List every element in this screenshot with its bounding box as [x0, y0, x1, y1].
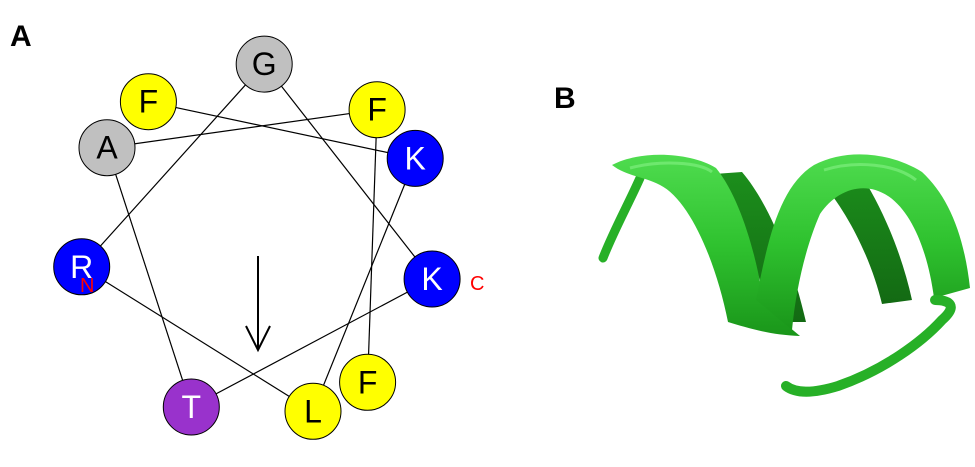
residue-t-7: T — [162, 378, 220, 436]
wheel-connector — [263, 63, 433, 280]
residue-letter: T — [182, 389, 202, 425]
residue-circle — [339, 353, 397, 411]
wheel-connectors — [81, 63, 433, 412]
residue-l-3: L — [284, 382, 342, 440]
residue-circle — [235, 35, 293, 93]
panel-a-label: A — [10, 20, 32, 53]
panel-b-label: B — [554, 82, 576, 115]
down-arrow-icon — [245, 256, 271, 353]
residue-a-8: A — [78, 119, 136, 177]
wheel-connector — [191, 278, 433, 408]
wheel-connector — [81, 266, 314, 412]
residue-f-1: F — [119, 73, 177, 131]
residue-letter: F — [367, 92, 387, 128]
alpha-helix-ribbon-icon — [598, 154, 970, 397]
n-terminus-label: N — [80, 275, 94, 297]
residue-k-6: K — [403, 250, 461, 308]
wheel-connector — [106, 109, 378, 149]
residue-letter: K — [421, 261, 442, 297]
residue-k-2: K — [386, 129, 444, 187]
residue-f-9: F — [348, 81, 406, 139]
wheel-connector — [312, 158, 416, 412]
residue-letter: R — [70, 249, 93, 285]
residue-circle — [403, 250, 461, 308]
wheel-connector — [106, 147, 192, 408]
residue-letter: F — [358, 364, 378, 400]
wheel-connector — [367, 109, 378, 383]
residue-circle — [386, 129, 444, 187]
residue-circle — [162, 378, 220, 436]
wheel-connector — [81, 63, 265, 268]
c-terminus-label: C — [470, 273, 484, 295]
residue-circle — [119, 73, 177, 131]
residue-letter: L — [304, 393, 322, 429]
residue-g-5: G — [235, 35, 293, 93]
residue-letter: G — [252, 46, 277, 82]
residue-circle — [284, 382, 342, 440]
residue-f-10: F — [339, 353, 397, 411]
residue-circle — [53, 238, 111, 296]
residue-r-4: R — [53, 238, 111, 296]
wheel-connector — [148, 101, 416, 159]
residue-circle — [348, 81, 406, 139]
residue-letter: K — [405, 140, 426, 176]
residue-letter: F — [139, 84, 159, 120]
residue-letter: A — [96, 130, 118, 166]
residue-circle — [78, 119, 136, 177]
